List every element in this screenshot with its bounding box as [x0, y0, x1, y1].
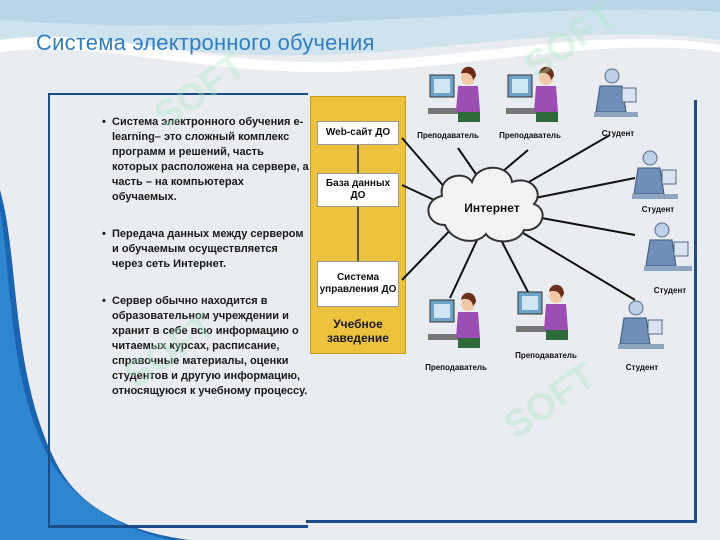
connector-line — [357, 205, 359, 261]
cloud-label: Интернет — [464, 201, 520, 215]
teacher-label: Преподаватель — [515, 351, 577, 360]
right-frame — [306, 100, 697, 523]
student-icon — [594, 68, 638, 117]
network-links — [401, 134, 636, 301]
teacher-node-bottom1: Преподаватель — [425, 292, 487, 372]
bullet-item: Передача данных между сервером и обучаем… — [102, 227, 310, 272]
teacher-label: Преподаватель — [499, 131, 561, 140]
server-lms: Система управления ДО — [317, 261, 399, 307]
student-label: Студент — [654, 286, 687, 295]
bullet-item: Система электронного обучения e-learning… — [102, 115, 310, 205]
slide-title: Система электронного обучения — [36, 30, 375, 55]
student-label: Студент — [642, 205, 675, 214]
server-database: База данных ДО — [317, 173, 399, 207]
student-node-right3: Студент — [618, 300, 664, 372]
internet-cloud: Интернет — [427, 166, 544, 243]
server-web-site: Web-сайт ДО — [317, 121, 399, 145]
left-frame — [48, 93, 308, 528]
student-node-top: Студент — [594, 68, 638, 138]
teacher-label: Преподаватель — [417, 131, 479, 140]
teacher-icon — [506, 66, 558, 122]
student-node-right1: Студент — [632, 150, 678, 214]
institution-label-line1: Учебное — [333, 317, 383, 331]
teacher-node-bottom2: Преподаватель — [515, 284, 577, 360]
teacher-node-top2: Преподаватель — [499, 66, 561, 140]
teacher-icon — [428, 66, 480, 122]
student-icon — [618, 300, 664, 349]
connector-line — [357, 143, 359, 173]
network-diagram: Интернет Преподаватель — [401, 66, 692, 372]
teacher-label: Преподаватель — [425, 363, 487, 372]
student-icon — [632, 150, 678, 199]
student-label: Студент — [602, 129, 635, 138]
student-label: Студент — [626, 363, 659, 372]
student-icon — [644, 222, 692, 271]
student-node-right2: Студент — [644, 222, 692, 295]
institution-box: Web-сайт ДО База данных ДО Система управ… — [310, 96, 406, 354]
institution-label: Учебное заведение — [311, 317, 405, 345]
bullet-list: Система электронного обучения e-learning… — [100, 115, 310, 399]
teacher-node-top1: Преподаватель — [417, 66, 480, 140]
bullet-item: Сервер обычно находится в образовательно… — [102, 294, 310, 399]
text-panel: Система электронного обучения e-learning… — [100, 115, 310, 421]
teacher-icon — [516, 284, 568, 340]
teacher-icon — [428, 292, 480, 348]
institution-label-line2: заведение — [327, 331, 389, 345]
